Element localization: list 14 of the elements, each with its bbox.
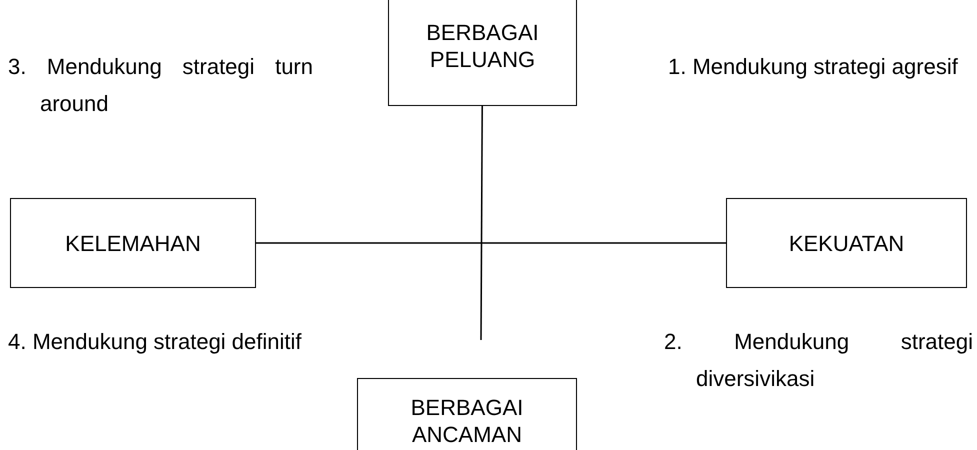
label-box — [388, 0, 577, 106]
box-text: KEKUATAN — [788, 230, 904, 256]
quadrant-note: 2. Mendukung strategi diversivikasi — [664, 328, 973, 393]
label-box — [357, 378, 577, 450]
quadrant-note: 3. Mendukung strategi turn around — [8, 53, 313, 118]
label-box — [726, 198, 967, 288]
quadrant-note: 4. Mendukung strategi definitif — [8, 328, 303, 356]
connector-line — [480, 106, 483, 340]
box-text: KELEMAHAN — [65, 230, 201, 256]
connector-line — [256, 242, 726, 244]
box-text: BERBAGAI ANCAMAN — [410, 394, 524, 448]
quadrant-note: 1. Mendukung strategi agresif — [668, 53, 959, 81]
label-box — [10, 198, 256, 288]
box-text: BERBAGAI PELUANG — [425, 19, 540, 73]
